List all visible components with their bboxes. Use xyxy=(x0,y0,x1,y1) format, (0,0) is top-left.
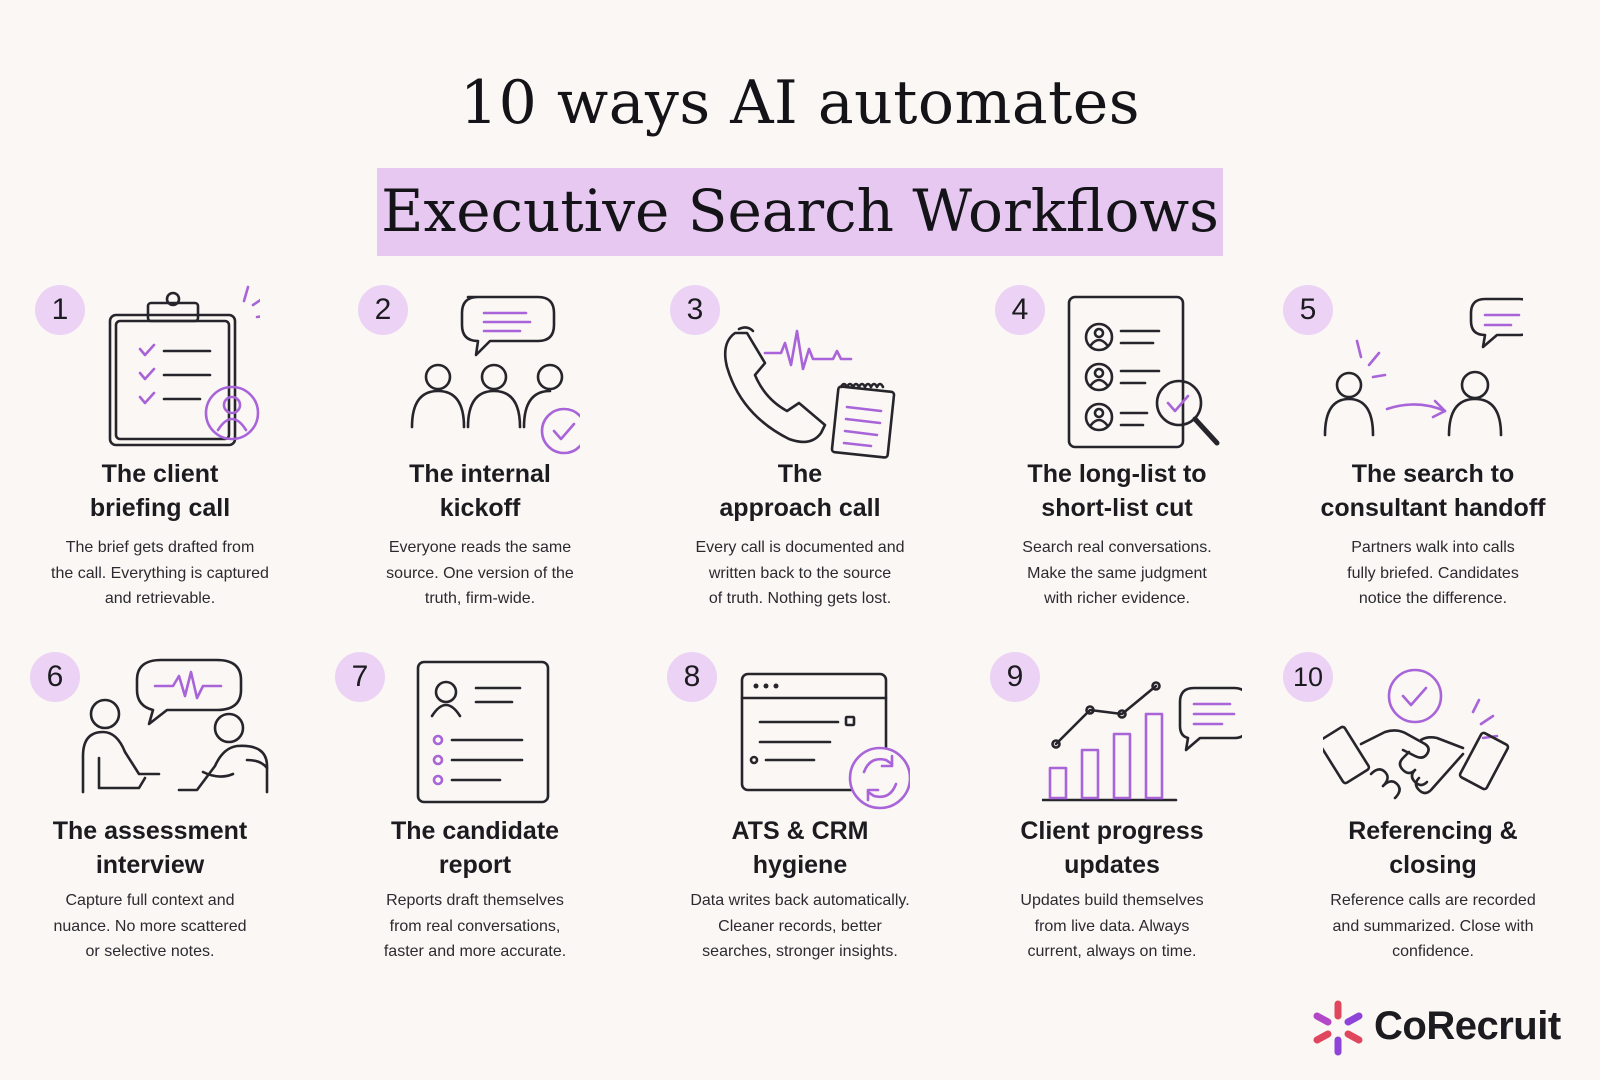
step-number-badge: 1 xyxy=(35,285,85,335)
step-number-badge: 9 xyxy=(990,652,1040,702)
step-number-badge: 4 xyxy=(995,285,1045,335)
step-number-badge: 5 xyxy=(1283,285,1333,335)
candidate-report-icon xyxy=(416,660,550,804)
team-meeting-icon xyxy=(410,295,580,455)
step-number-badge: 6 xyxy=(30,652,80,702)
interview-icon xyxy=(81,658,269,794)
page-title: 10 ways AI automates xyxy=(459,68,1141,138)
step-number-badge: 8 xyxy=(667,652,717,702)
brand-name: CoRecruit xyxy=(1374,1004,1561,1048)
handshake-icon xyxy=(1323,668,1510,800)
brand-logo: CoRecruit xyxy=(1310,1000,1580,1060)
candidate-list-search-icon xyxy=(1067,295,1220,449)
step-number-badge: 2 xyxy=(358,285,408,335)
step-number-badge: 3 xyxy=(670,285,720,335)
card-description: Search real conversations.Make the same … xyxy=(1022,539,1212,607)
page-subtitle: Executive Search Workflows xyxy=(377,168,1223,256)
clipboard-checklist-icon xyxy=(108,285,260,447)
progress-chart-icon xyxy=(1042,681,1242,802)
phone-call-icon xyxy=(723,326,896,459)
card-title: Referencing &closing xyxy=(1348,817,1518,879)
subtitle-wrap: Executive Search Workflows xyxy=(0,168,1600,256)
card-description: Data writes back automatically.Cleaner r… xyxy=(690,892,910,960)
workflow-card-10: 10 Referencing &closing Reference calls … xyxy=(1283,652,1583,992)
handoff-icon xyxy=(1323,297,1523,437)
corecruit-logo-icon xyxy=(1313,1000,1363,1056)
database-sync-icon xyxy=(740,672,910,810)
step-number-badge: 10 xyxy=(1283,652,1333,702)
step-number-badge: 7 xyxy=(335,652,385,702)
